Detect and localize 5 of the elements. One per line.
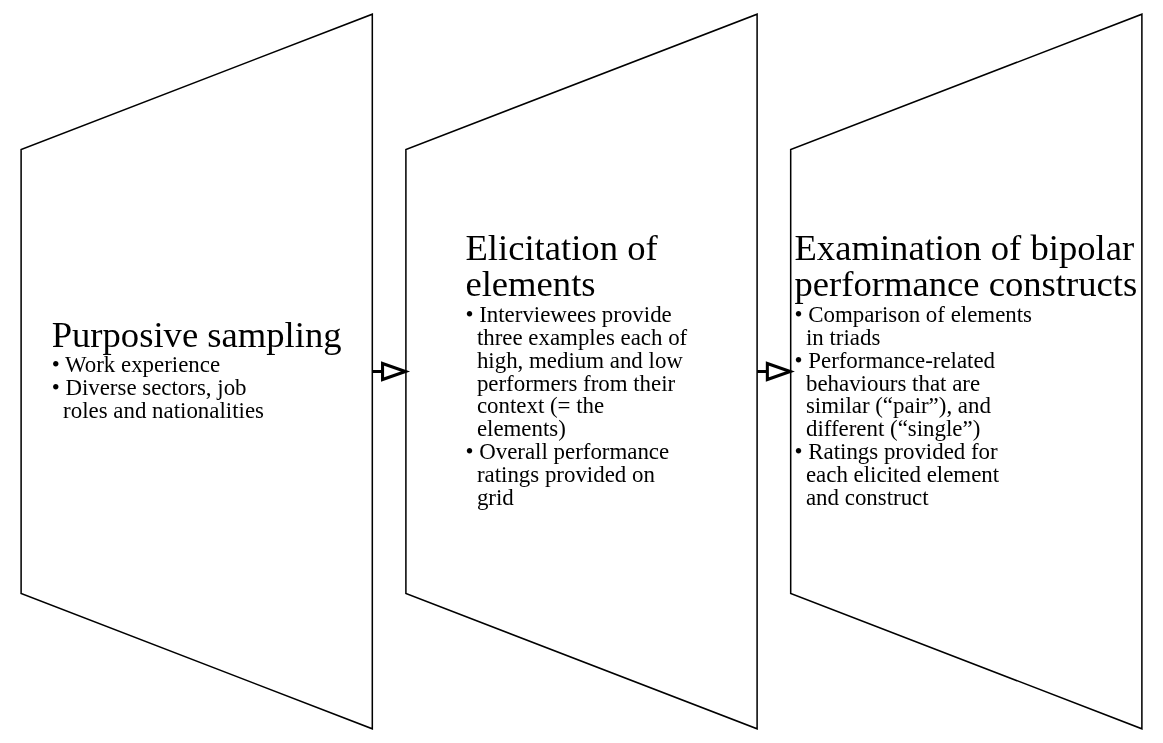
node-box: Elicitation of elements • Interviewees provide three examples each of high, medium and low performers from their context (= the elements) • Overall performance ratings provided on grid — [405, 13, 758, 730]
arrow — [372, 361, 411, 382]
node-box: Examination of bipolar performance constructs • Comparison of elements in triads • Performance-related behaviours that are similar (“pair”), and different (“single”) • Ratings provided for each elicited element and construct — [789, 13, 1143, 730]
arrow — [757, 361, 795, 382]
node-box: Purposive sampling • Work experience • Diverse sectors, job roles and nationalities — [20, 13, 374, 730]
